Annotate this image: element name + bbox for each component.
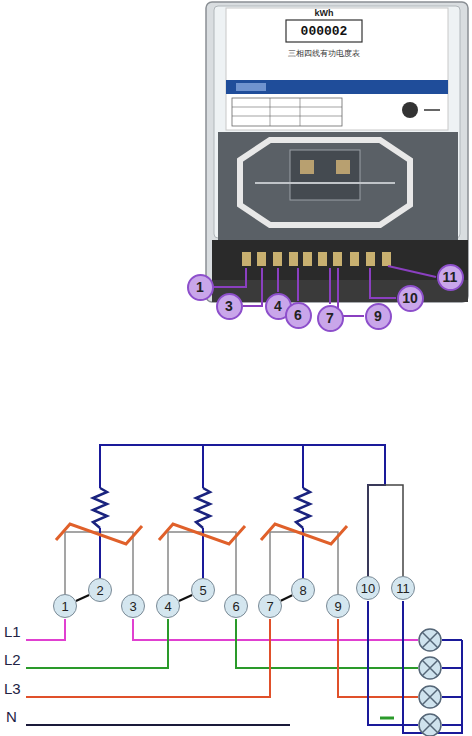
- wire: [100, 445, 385, 578]
- terminal-number: 8: [291, 578, 315, 602]
- wire: [203, 445, 385, 578]
- voltage-coil: [91, 488, 312, 528]
- terminal-number: 4: [156, 594, 180, 618]
- terminal-number: 6: [224, 594, 248, 618]
- node-text: 7: [266, 600, 273, 613]
- node-text: 4: [164, 600, 171, 613]
- node-text: 5: [199, 584, 206, 597]
- phase-label: L1: [4, 624, 21, 639]
- terminal-number: 9: [326, 594, 350, 618]
- current-coil: [56, 524, 347, 544]
- counter-digits: 000002: [301, 25, 348, 38]
- energy-meter: [206, 2, 468, 302]
- node-text: 6: [232, 600, 239, 613]
- callout-number: 11: [437, 264, 464, 291]
- node-text: 3: [129, 600, 136, 613]
- meter-name: 三相四线有功电度表: [288, 50, 360, 58]
- callout-number: 9: [365, 303, 392, 330]
- node-text: 1: [196, 280, 204, 294]
- node-text: 1: [61, 600, 68, 613]
- node-text: 3: [225, 299, 233, 313]
- neutral-label: N: [6, 709, 17, 724]
- terminal-number: 7: [258, 594, 282, 618]
- callout-number: 1: [187, 274, 214, 301]
- callout-number: 3: [216, 293, 243, 320]
- node-text: 8: [299, 584, 306, 597]
- node-text: 11: [443, 270, 458, 284]
- callout-number: 7: [317, 305, 344, 332]
- lamp-symbol: [419, 629, 441, 736]
- wire: [179, 595, 192, 601]
- wire: [368, 485, 403, 576]
- terminal-number: 3: [121, 594, 145, 618]
- terminal-number: 1: [53, 594, 77, 618]
- node-text: 11: [396, 582, 410, 595]
- terminal-number: 2: [88, 578, 112, 602]
- terminal-number: 11: [391, 576, 415, 600]
- unit-label: kWh: [315, 9, 334, 18]
- node-text: 9: [334, 600, 341, 613]
- node-text: 10: [402, 291, 418, 305]
- node-text: 10: [361, 582, 375, 595]
- node-text: 9: [374, 309, 382, 323]
- node-text: 2: [96, 584, 103, 597]
- wiring: [26, 601, 462, 733]
- node-text: 6: [294, 308, 302, 322]
- phase-label: L3: [4, 681, 21, 696]
- wire: [76, 595, 89, 601]
- phase-label: L2: [4, 652, 21, 667]
- terminal-number: 5: [191, 578, 215, 602]
- callout-number: 6: [285, 302, 312, 329]
- terminal-number: 10: [356, 576, 380, 600]
- wire: [303, 445, 385, 578]
- callout-number: 10: [397, 285, 424, 312]
- node-text: 4: [274, 299, 282, 313]
- node-text: 7: [326, 311, 334, 325]
- wire: [281, 595, 292, 601]
